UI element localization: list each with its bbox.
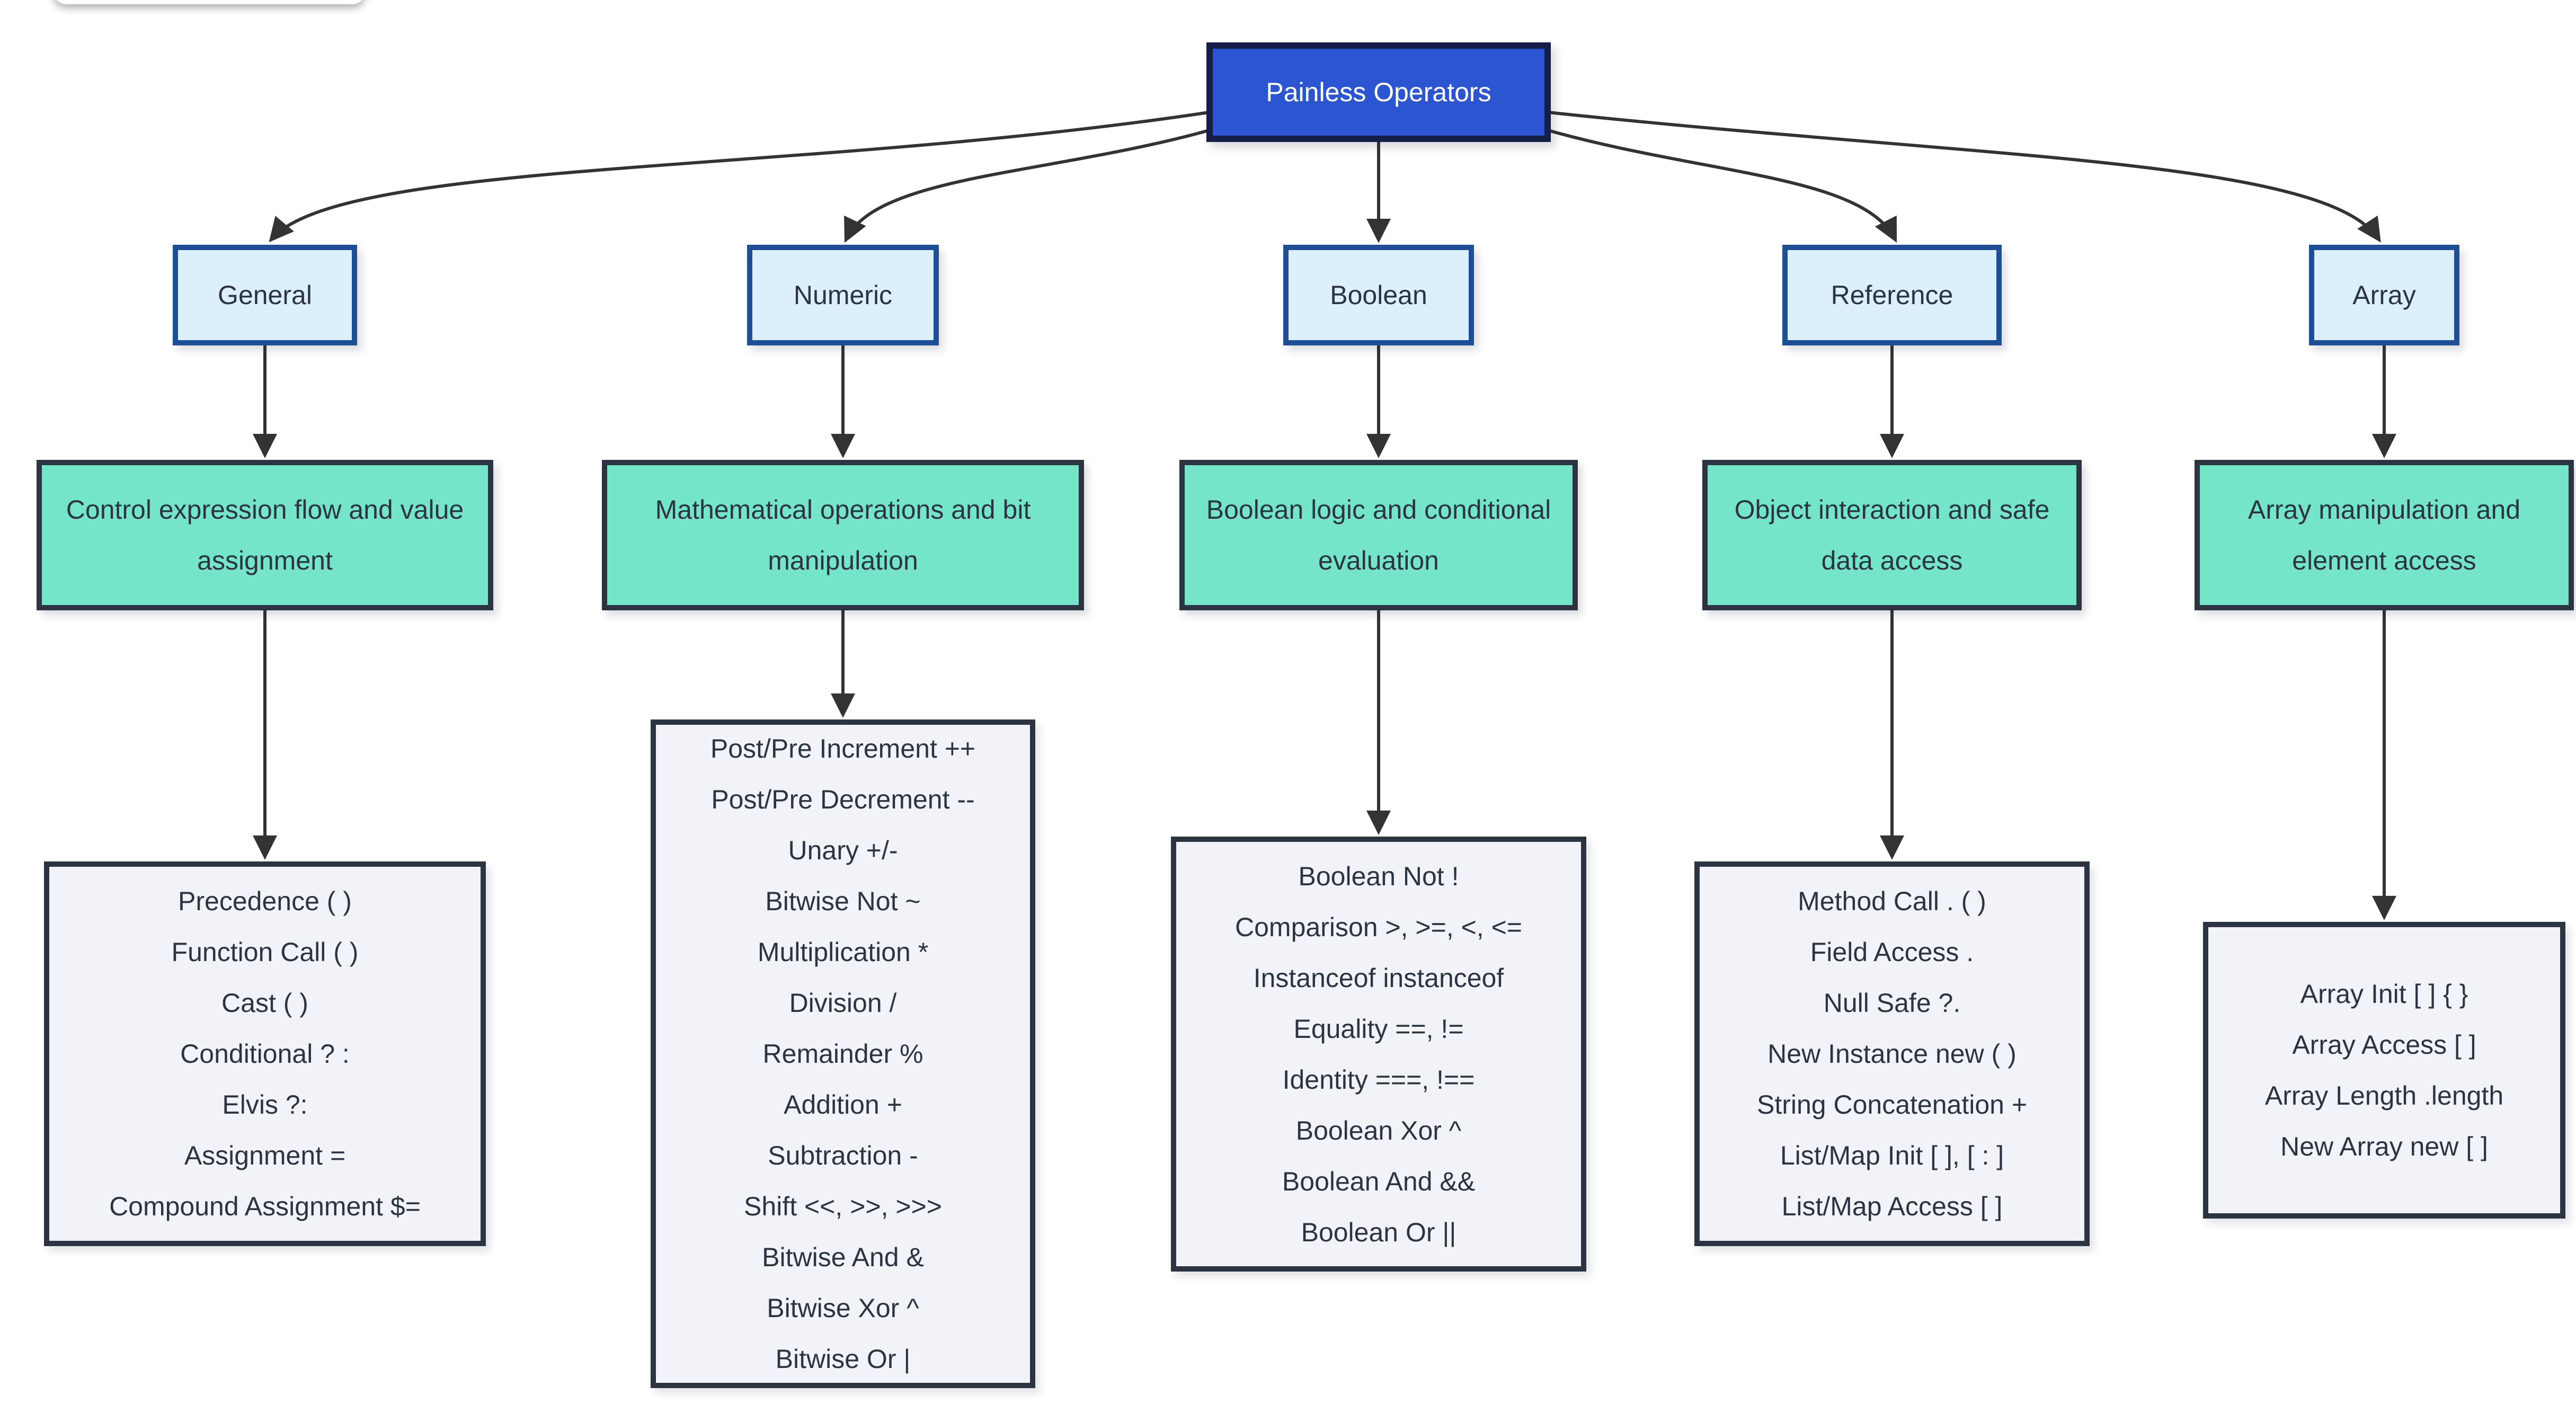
details-node-array: Array Init [ ] { } Array Access [ ] Array … [2203,922,2565,1219]
description-node-general: Control expression flow and value assign… [37,460,493,610]
detail-list-numeric: Post/Pre Increment ++ Post/Pre Decrement … [656,723,1030,1384]
detail-line: Precedence ( ) [178,886,352,916]
detail-line: Elvis ?: [222,1090,308,1119]
detail-list-boolean: Boolean Not ! Comparison >, >=, <, <= Inst… [1176,851,1581,1258]
category-node-numeric: Numeric [747,245,939,345]
description-text: Mathematical operations and bit manipula… [655,495,1031,575]
detail-line: Assignment = [184,1141,346,1170]
detail-line: Boolean And && [1282,1166,1476,1196]
description-node-array: Array manipulation and element access [2195,460,2574,610]
detail-line: Boolean Or || [1301,1217,1456,1247]
detail-line: Multiplication * [757,937,929,967]
detail-line: Bitwise Or | [775,1344,911,1374]
root-node-label: Painless Operators [1266,77,1491,107]
detail-line: List/Map Init [ ], [ : ] [1780,1141,2004,1170]
category-label: Numeric [793,280,893,310]
description-text: Object interaction and safe data access [1734,495,2050,575]
detail-line: Null Safe ?. [1823,988,1961,1018]
details-node-boolean: Boolean Not ! Comparison >, >=, <, <= Inst… [1171,837,1586,1272]
category-node-boolean: Boolean [1283,245,1474,345]
detail-line: Function Call ( ) [171,937,359,967]
detail-line: Boolean Xor ^ [1295,1115,1462,1145]
category-node-reference: Reference [1782,245,2002,345]
detail-line: Bitwise And & [762,1242,924,1272]
category-label: General [218,280,312,310]
detail-line: Comparison >, >=, <, <= [1235,912,1522,942]
detail-line: Cast ( ) [221,988,308,1018]
detail-line: Post/Pre Increment ++ [710,734,976,763]
cropped-toolbar-artifact [53,0,366,4]
root-node-painless-operators: Painless Operators [1206,42,1551,142]
description-node-reference: Object interaction and safe data access [1702,460,2082,610]
description-text: Array manipulation and element access [2248,495,2521,575]
detail-line: Array Length .length [2264,1081,2504,1110]
category-node-general: General [173,245,357,345]
detail-line: Field Access . [1810,937,1974,967]
detail-line: List/Map Access [ ] [1781,1192,2003,1221]
detail-line: Boolean Not ! [1298,861,1459,891]
detail-line: Instanceof instanceof [1253,963,1504,993]
detail-line: Addition + [784,1090,902,1119]
detail-line: Unary +/- [788,836,898,865]
detail-line: Array Init [ ] { } [2300,979,2468,1009]
detail-list-general: Precedence ( ) Function Call ( ) Cast ( ) C… [49,876,481,1232]
detail-line: New Instance new ( ) [1767,1039,2017,1069]
edge-root-to-general [269,111,1210,243]
category-label: Boolean [1330,280,1427,310]
edge-root-to-reference [1548,129,1897,243]
detail-line: Method Call . ( ) [1798,886,1986,916]
detail-line: Compound Assignment $= [109,1192,421,1221]
detail-line: String Concatenation + [1756,1090,2028,1119]
detail-line: Equality ==, != [1293,1014,1464,1044]
category-label: Array [2352,280,2416,310]
category-node-array: Array [2309,245,2459,345]
details-node-reference: Method Call . ( ) Field Access . Null Safe… [1694,861,2090,1246]
edge-root-to-array [1548,111,2381,243]
detail-line: Post/Pre Decrement -- [711,785,975,814]
description-node-numeric: Mathematical operations and bit manipula… [602,460,1084,610]
detail-line: Identity ===, !== [1282,1064,1475,1095]
detail-list-array: Array Init [ ] { } Array Access [ ] Array … [2208,968,2560,1172]
detail-line: Shift <<, >>, >>> [744,1192,942,1221]
details-node-numeric: Post/Pre Increment ++ Post/Pre Decrement … [651,719,1035,1388]
detail-line: Array Access [ ] [2292,1030,2476,1060]
detail-line: Division / [789,988,897,1018]
detail-line: Bitwise Not ~ [765,886,921,916]
detail-line: Remainder % [762,1039,923,1069]
description-text: Boolean logic and conditional evaluation [1206,495,1551,575]
description-node-boolean: Boolean logic and conditional evaluation [1179,460,1578,610]
description-text: Control expression flow and value assign… [66,495,464,575]
detail-line: Subtraction - [768,1141,918,1170]
detail-list-reference: Method Call . ( ) Field Access . Null Safe… [1700,876,2084,1232]
category-label: Reference [1831,280,1953,310]
detail-line: Conditional ? : [180,1039,350,1069]
detail-line: New Array new [ ] [2280,1132,2488,1161]
detail-line: Bitwise Xor ^ [767,1293,919,1323]
edge-root-to-numeric [844,129,1210,243]
details-node-general: Precedence ( ) Function Call ( ) Cast ( ) C… [44,861,486,1246]
